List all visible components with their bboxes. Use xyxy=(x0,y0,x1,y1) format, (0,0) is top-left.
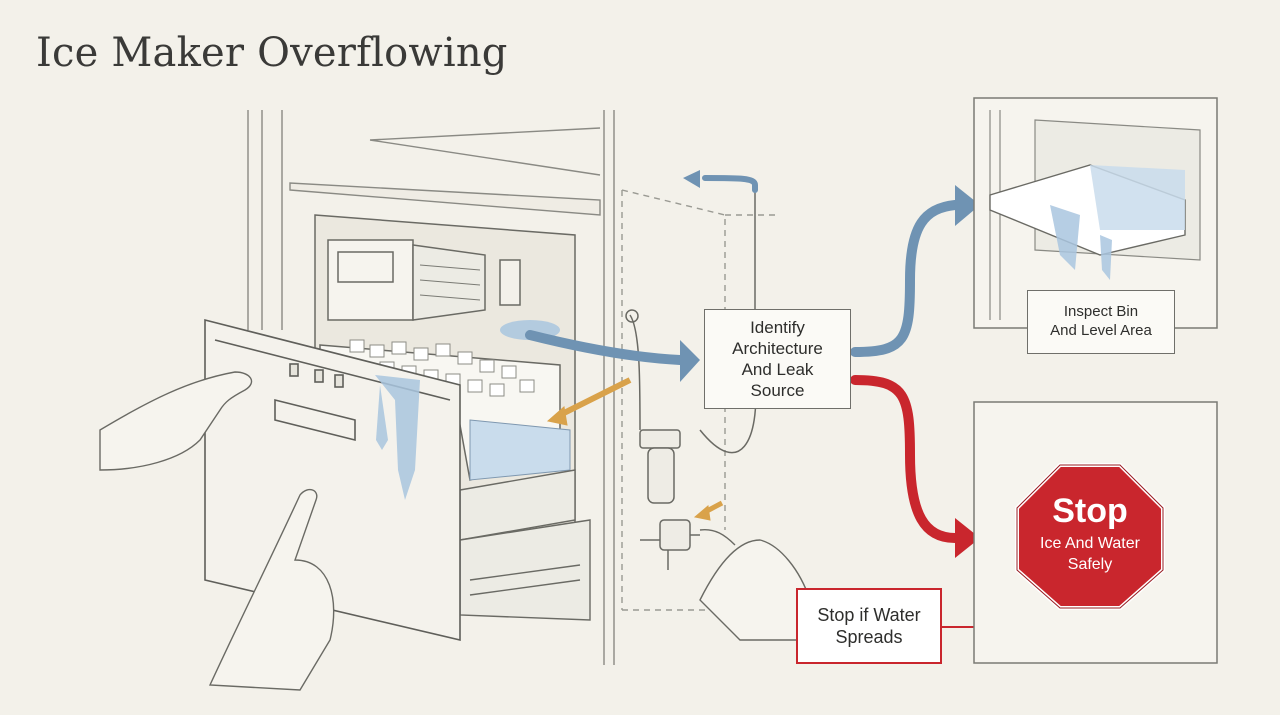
inspect-bin-label: Inspect Bin And Level Area xyxy=(1027,290,1175,354)
inspect-panel xyxy=(973,97,1218,329)
arrowhead-up xyxy=(683,170,700,188)
arrow-to-identify xyxy=(525,330,685,365)
stop-sign-subtitle: Ice And Water Safely xyxy=(1040,535,1140,573)
arrow-to-inspect xyxy=(850,200,960,357)
page-title: Ice Maker Overflowing xyxy=(36,30,508,76)
orange-arrows xyxy=(546,377,724,521)
arrow-to-stop xyxy=(850,375,960,543)
lower-drawers xyxy=(459,469,591,621)
hands xyxy=(99,371,811,691)
water-filter xyxy=(639,429,681,504)
stop-if-water-label: Stop if Water Spreads xyxy=(796,588,942,664)
arrowhead-identify xyxy=(680,340,700,382)
red-arrows xyxy=(850,375,960,543)
arrowhead-inspect xyxy=(955,185,980,226)
stop-sign-title: Stop xyxy=(1052,492,1128,530)
shutoff-valve xyxy=(640,519,700,570)
stop-panel xyxy=(973,401,1218,664)
identify-source-label: Identify Architecture And Leak Source xyxy=(704,309,851,409)
blue-arrows xyxy=(525,175,960,365)
arrowhead-stop xyxy=(955,518,980,558)
